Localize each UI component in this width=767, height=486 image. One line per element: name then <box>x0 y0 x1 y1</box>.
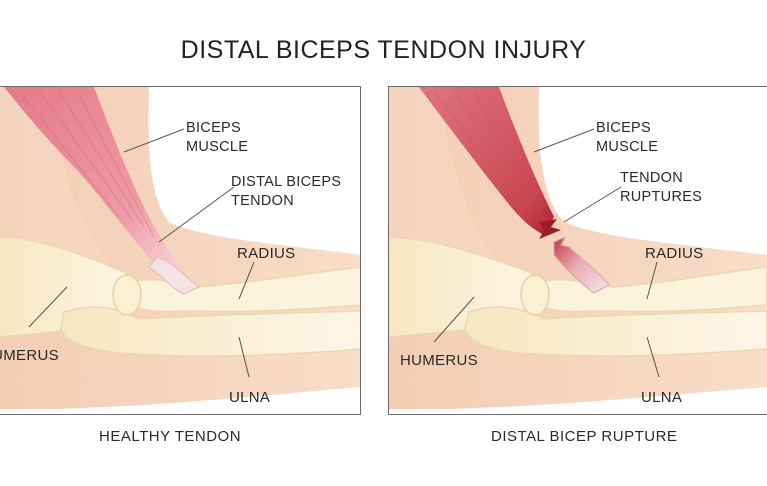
radius-label: RADIUS <box>237 245 296 262</box>
humerus-label: HUMERUS <box>400 352 478 369</box>
ulna-label: ULNA <box>641 389 683 406</box>
biceps-muscle <box>419 87 554 235</box>
rupture-caption: DISTAL BICEP RUPTURE <box>491 428 678 445</box>
ruptured-elbow-illustration <box>389 87 767 409</box>
distal-biceps-tendon <box>148 256 200 295</box>
rupture-site <box>539 219 561 239</box>
ulna-label: ULNA <box>229 389 271 406</box>
diagram-title: DISTAL BICEPS TENDON INJURY <box>180 36 587 64</box>
radius-label: RADIUS <box>645 245 704 262</box>
healthy-elbow-illustration <box>0 87 360 409</box>
ulna-bone <box>60 306 360 357</box>
humerus-label: HUMERUS <box>0 347 59 364</box>
distal-tendon-stump <box>553 235 610 294</box>
healthy-tendon-caption: HEALTHY TENDON <box>99 428 242 445</box>
biceps-muscle <box>4 87 179 269</box>
